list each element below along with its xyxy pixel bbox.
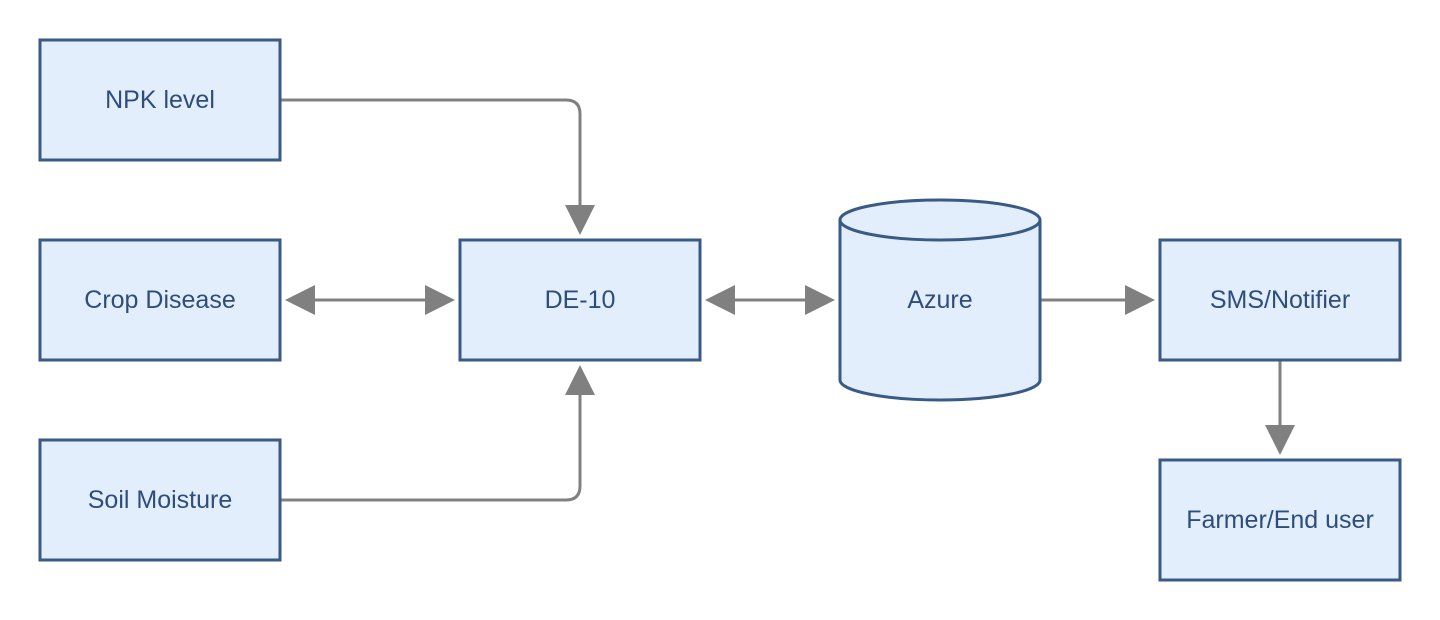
node-label: NPK level [105, 86, 215, 114]
edge-soil-moisture-to-de10 [280, 365, 595, 502]
cylinder-body [838, 220, 1042, 402]
node-box [38, 438, 282, 562]
node-de10[interactable]: DE-10 [458, 238, 702, 362]
node-box [1158, 458, 1402, 582]
node-label: Crop Disease [84, 286, 235, 314]
node-soil-moisture[interactable]: Soil Moisture [38, 438, 282, 562]
edge-npk-to-de10 [280, 98, 595, 235]
node-box [38, 238, 282, 362]
node-label: Azure [907, 286, 972, 314]
node-label: DE-10 [545, 286, 616, 314]
node-farmer-end-user[interactable]: Farmer/End user [1158, 458, 1402, 582]
node-label: Soil Moisture [88, 486, 233, 514]
node-npk-level[interactable]: NPK level [38, 38, 282, 162]
node-box [1158, 238, 1402, 362]
node-box [458, 238, 702, 362]
node-azure-database[interactable]: Azure [838, 198, 1042, 402]
cylinder-top [838, 198, 1042, 242]
node-sms-notifier[interactable]: SMS/Notifier [1158, 238, 1402, 362]
connectors [280, 98, 1295, 502]
node-label: SMS/Notifier [1210, 286, 1350, 314]
node-crop-disease[interactable]: Crop Disease [38, 238, 282, 362]
node-label: Farmer/End user [1186, 506, 1374, 534]
node-box [38, 38, 282, 162]
